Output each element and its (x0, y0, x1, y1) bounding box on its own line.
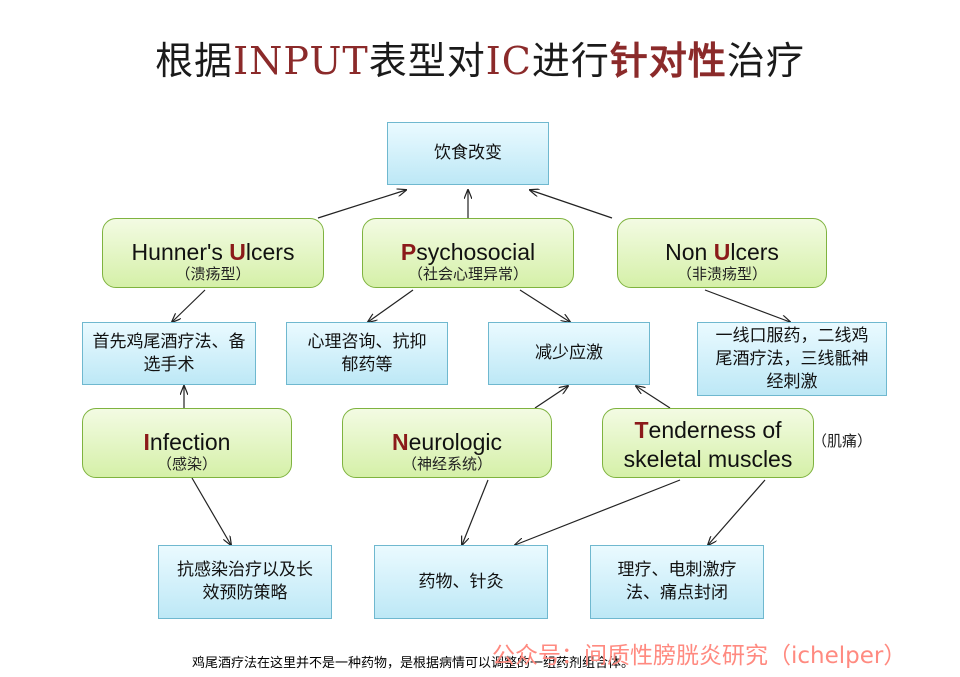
node-diet-change: 饮食改变 (387, 122, 549, 185)
neuro-subtitle: （神经系统） (401, 455, 492, 473)
arrow-tender-to-physio (708, 479, 766, 545)
title-text-2: INPUT (233, 39, 369, 83)
tender-title-line2: skeletal muscles (623, 446, 793, 472)
nonulcers-subtitle: （非溃疡型） (676, 265, 767, 283)
node-tenderness: Tenderness of skeletal muscles (602, 408, 814, 478)
arrow-hunner-to-firstline (172, 289, 206, 322)
arrow-psycho-to-counseling (368, 289, 414, 322)
hunner-title: Hunner's Ulcers (131, 239, 295, 265)
tender-title-line1: Tenderness of (634, 417, 782, 443)
node-neurologic: Neurologic （神经系统） (342, 408, 552, 478)
title-text-1: 根据 (155, 39, 234, 83)
node-first-line: 首先鸡尾酒疗法、备选手术 (82, 322, 256, 385)
node-infection: Infection （感染） (82, 408, 292, 478)
infection-title: Infection (143, 429, 231, 455)
node-physiotherapy-label: 理疗、电刺激疗法、痛点封闭 (617, 560, 737, 603)
node-non-ulcers: Non Ulcers （非溃疡型） (617, 218, 827, 288)
hunner-subtitle: （溃疡型） (175, 265, 251, 283)
arrow-nonulcers-to-diet (530, 190, 613, 219)
watermark: 公众号：间质性膀胱炎研究（ichelper） (492, 643, 907, 669)
node-psychosocial: Psychosocial （社会心理异常） (362, 218, 574, 288)
page-title: 根据INPUT表型对IC进行针对性治疗 (0, 30, 960, 85)
title-text-7: 治疗 (726, 39, 805, 83)
tender-note: （肌痛） (812, 432, 873, 450)
node-physiotherapy: 理疗、电刺激疗法、痛点封闭 (590, 545, 764, 619)
title-text-4: IC (485, 39, 532, 83)
infection-subtitle: （感染） (156, 455, 217, 473)
nonulcers-title: Non Ulcers (665, 239, 779, 265)
arrow-nonulcers-to-tx (704, 289, 790, 322)
psycho-title: Psychosocial (400, 239, 536, 265)
psycho-subtitle: （社会心理异常） (407, 265, 528, 283)
arrow-hunner-to-diet (317, 190, 406, 219)
node-drugs-acupuncture-label: 药物、针灸 (418, 571, 504, 592)
node-counseling-label: 心理咨询、抗抑郁药等 (307, 331, 427, 375)
arrow-neuro-to-drugs (462, 479, 489, 545)
arrow-tender-to-drugs (515, 479, 681, 545)
arrow-tender-to-stress (636, 386, 671, 409)
node-anti-infection-label: 抗感染治疗以及长效预防策略 (177, 560, 313, 603)
arrow-psycho-to-stress (519, 289, 570, 322)
node-nonulcer-treatment: 一线口服药，二线鸡尾酒疗法，三线骶神经刺激 (697, 322, 887, 396)
node-anti-infection: 抗感染治疗以及长效预防策略 (158, 545, 332, 619)
title-text-3: 表型对 (368, 39, 486, 83)
arrow-infection-to-antiinfect (191, 477, 231, 545)
node-counseling: 心理咨询、抗抑郁药等 (286, 322, 448, 385)
title-text-5: 进行 (531, 39, 610, 83)
footnote: 鸡尾酒疗法在这里并不是一种药物，是根据病情可以调整的一组药剂组合体。 (192, 656, 635, 671)
node-drugs-acupuncture: 药物、针灸 (374, 545, 548, 619)
arrow-neuro-to-stress (534, 386, 568, 409)
node-reduce-stress-label: 减少应激 (535, 343, 603, 363)
node-diet-change-label: 饮食改变 (434, 143, 502, 163)
title-text-6: 针对性 (609, 38, 727, 83)
node-reduce-stress: 减少应激 (488, 322, 650, 385)
node-hunner-ulcers: Hunner's Ulcers （溃疡型） (102, 218, 324, 288)
node-first-line-label: 首先鸡尾酒疗法、备选手术 (92, 331, 246, 375)
node-nonulcer-treatment-label: 一线口服药，二线鸡尾酒疗法，三线骶神经刺激 (715, 325, 869, 392)
neuro-title: Neurologic (392, 429, 502, 455)
